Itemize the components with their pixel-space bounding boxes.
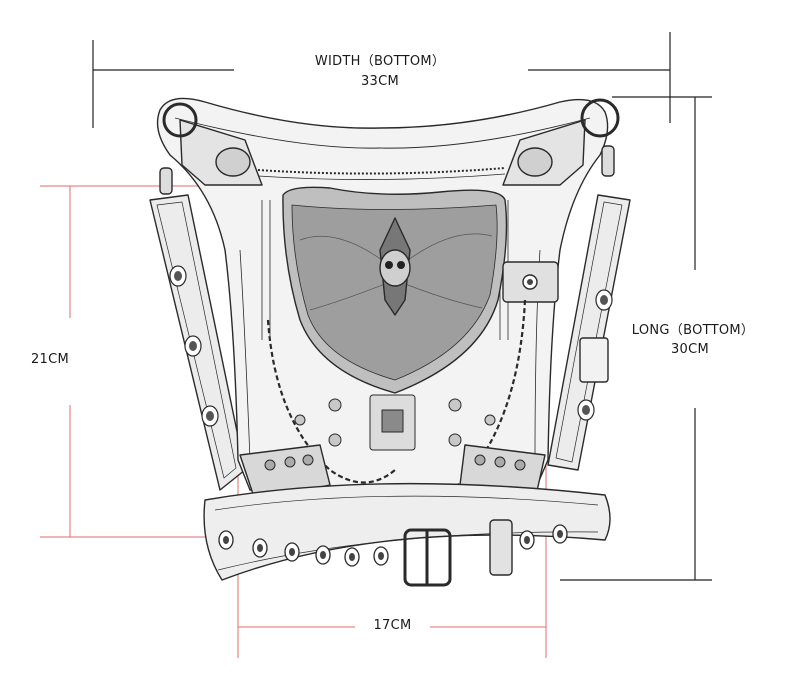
- belt-buckle: [403, 528, 452, 587]
- skull-ornament: [379, 217, 411, 316]
- width-label: WIDTH（BOTTOM）: [314, 54, 446, 69]
- width-value: 33CM: [360, 74, 400, 89]
- right-ring: [580, 98, 620, 138]
- depth-value: 17CM: [373, 618, 412, 633]
- width-dimension: [92, 32, 671, 128]
- height-value: 21CM: [30, 352, 70, 367]
- chain-left: [266, 319, 396, 484]
- left-shoulder-plate: [179, 119, 263, 186]
- long-dimension: [560, 96, 712, 581]
- right-strap: [547, 194, 631, 471]
- right-shoulder-plate: [502, 119, 586, 186]
- long-value: 30CM: [670, 342, 710, 357]
- long-label: LONG（BOTTOM）: [631, 323, 755, 338]
- left-ring: [162, 102, 198, 138]
- leg-bag-illustration: [149, 97, 631, 587]
